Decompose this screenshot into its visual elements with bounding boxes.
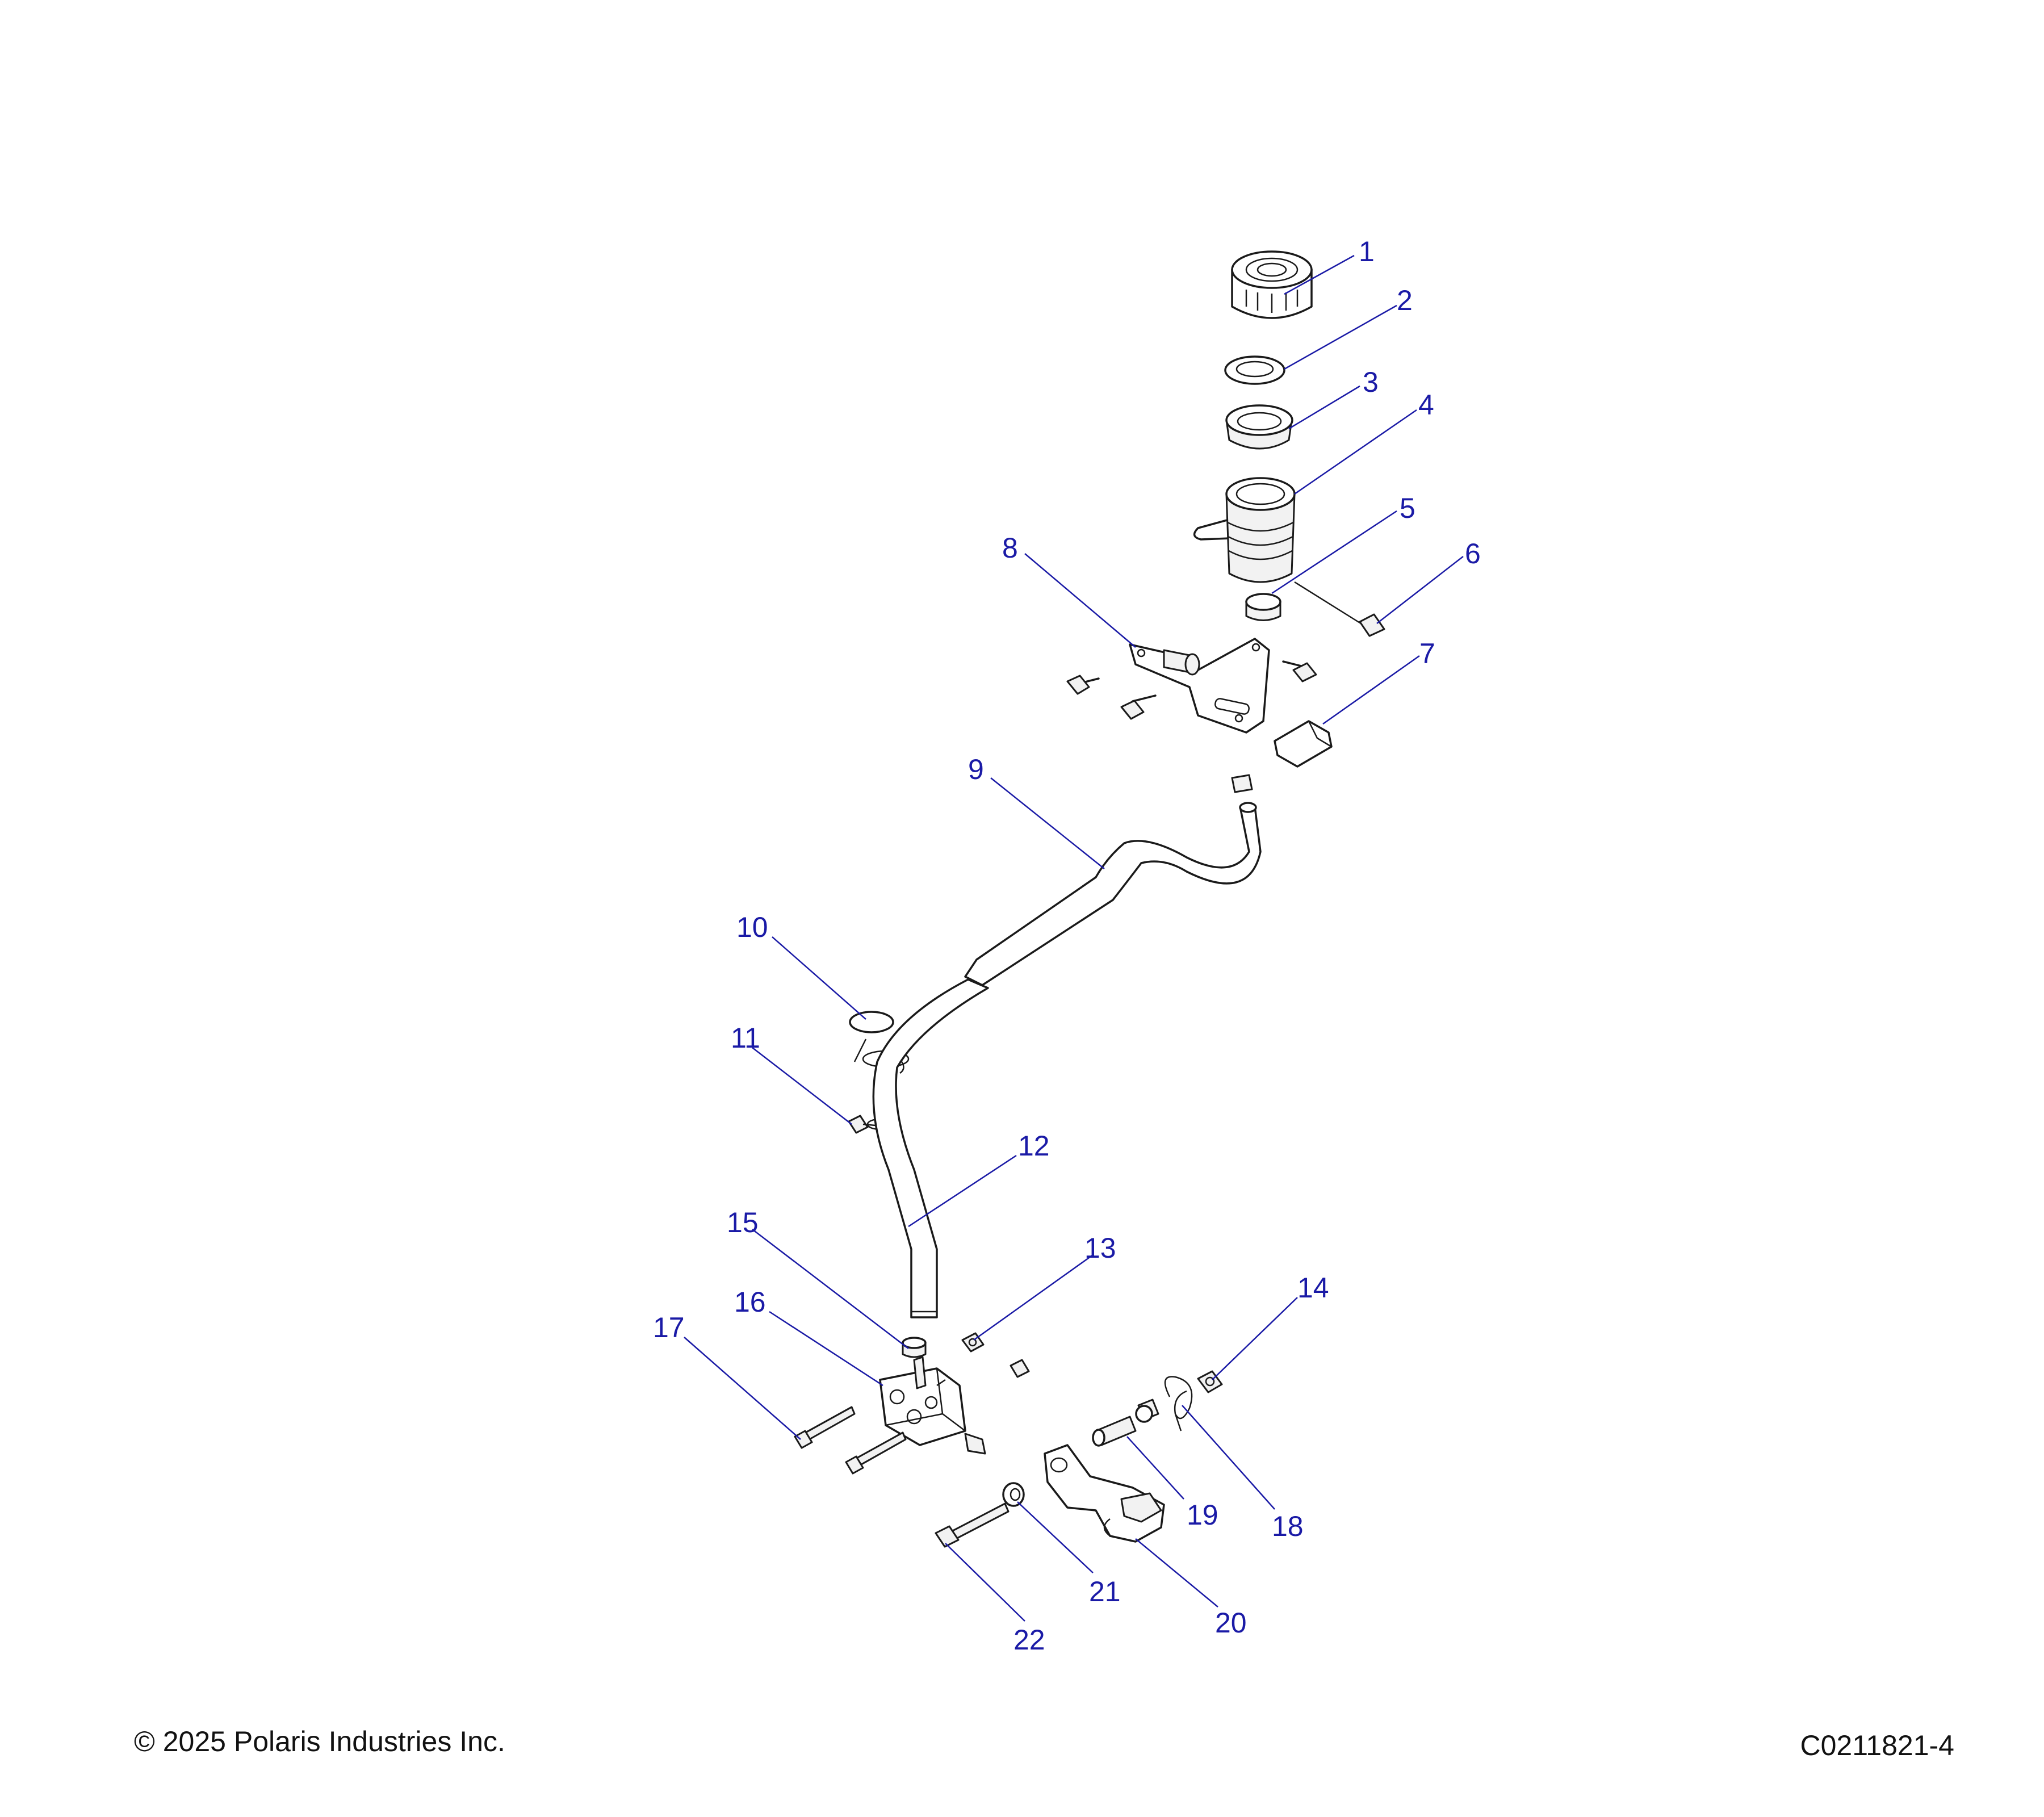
part-upper-hose: [964, 774, 1262, 986]
callout-16: 16: [734, 1286, 766, 1318]
callout-4: 4: [1418, 389, 1434, 421]
leader-lines: [684, 254, 1464, 1622]
callout-1: 1: [1359, 236, 1375, 267]
callout-17: 17: [653, 1312, 685, 1343]
callout-21: 21: [1089, 1576, 1121, 1607]
part-washer: [1002, 1482, 1025, 1507]
part-diaphragm: [1225, 404, 1293, 450]
part-release-arm: [1044, 1444, 1165, 1543]
part-reservoir-body: [1193, 477, 1296, 583]
part-reservoir-cap: [1231, 250, 1313, 319]
callout-18: 18: [1272, 1510, 1304, 1542]
callout-10: 10: [736, 911, 768, 943]
copyright-notice: © 2025 Polaris Industries Inc.: [134, 1726, 505, 1757]
callout-20: 20: [1215, 1607, 1247, 1639]
part-mounting-bracket: [1066, 638, 1317, 734]
callout-22: 22: [1013, 1624, 1045, 1656]
callout-12: 12: [1018, 1130, 1050, 1162]
callout-3: 3: [1363, 366, 1379, 398]
part-reservoir-screw: [1294, 581, 1385, 637]
callout-14: 14: [1297, 1272, 1329, 1304]
part-return-spring: [1164, 1376, 1193, 1431]
part-diaphragm-plate: [1224, 355, 1285, 385]
callout-numbers: 1 2 3 4 5 6 7 8 9 10 11 12 13 14 15 16 1…: [653, 236, 1481, 1656]
callout-19: 19: [1187, 1499, 1218, 1531]
part-lower-hose: [872, 978, 989, 1318]
part-hose-end-clamp: [902, 1337, 927, 1358]
drawing-number: C0211821-4: [1800, 1730, 1954, 1761]
part-grommet: [1245, 593, 1281, 621]
callout-8: 8: [1002, 532, 1018, 564]
part-hose-clamp: [849, 1011, 910, 1074]
callout-6: 6: [1465, 538, 1481, 570]
callout-2: 2: [1397, 284, 1413, 316]
callout-5: 5: [1400, 492, 1415, 524]
callout-9: 9: [968, 753, 984, 785]
part-cylinder-bolts: [794, 1406, 907, 1475]
callout-7: 7: [1419, 638, 1435, 669]
part-slave-cylinder: [879, 1356, 986, 1455]
part-bushing: [1092, 1399, 1159, 1447]
callout-11: 11: [731, 1022, 760, 1054]
part-pivot-bolt: [935, 1502, 1010, 1548]
callout-13: 13: [1084, 1232, 1116, 1264]
part-nut-13: [961, 1332, 1030, 1378]
part-clip: [1274, 720, 1333, 768]
callout-15: 15: [727, 1207, 759, 1238]
